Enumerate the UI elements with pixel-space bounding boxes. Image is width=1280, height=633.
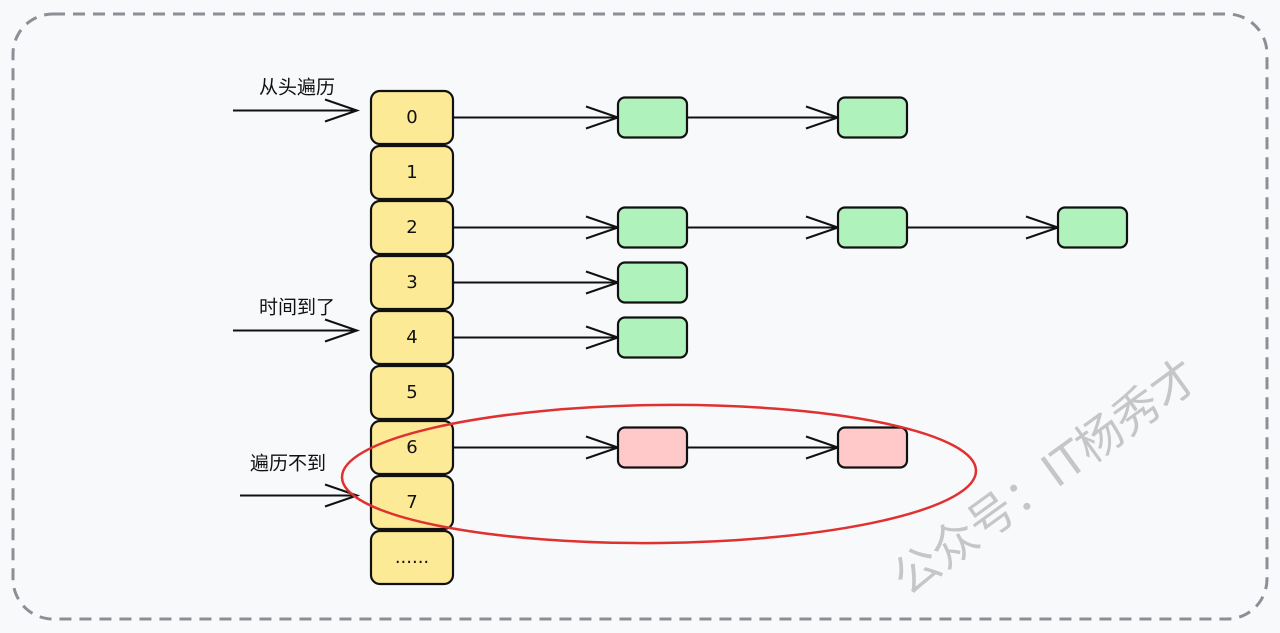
pointer-label: 时间到了	[259, 297, 335, 319]
bucket-slot	[369, 89, 455, 146]
pointer-label: 从头遍历	[259, 77, 335, 99]
bucket-5: 5	[369, 364, 455, 421]
bucket-slot	[369, 309, 455, 366]
task-node	[616, 261, 689, 304]
bucket-label: ......	[395, 547, 429, 568]
bucket-label: 7	[406, 492, 417, 513]
missed-buckets-highlight	[340, 403, 978, 545]
bucket-slot	[369, 474, 455, 531]
task-node	[1056, 206, 1129, 249]
bucket-3: 3	[369, 254, 455, 311]
pointer-arrow	[240, 483, 361, 508]
task-node	[616, 316, 689, 359]
bucket-label: 3	[406, 272, 417, 293]
task-node	[616, 96, 689, 139]
bucket-label: 1	[406, 162, 417, 183]
bucket-label: 2	[406, 217, 417, 238]
missed-task-node	[836, 426, 909, 469]
pointer-arrow	[233, 98, 361, 123]
bucket-label: 0	[406, 107, 417, 128]
bucket-slot	[369, 529, 455, 586]
task-node	[616, 206, 689, 249]
task-node	[836, 96, 909, 139]
bucket-slot	[369, 254, 455, 311]
bucket-6: 6	[369, 419, 455, 476]
missed-task-node	[616, 426, 689, 469]
bucket-label: 4	[406, 327, 417, 348]
bucket-1: 1	[369, 144, 455, 201]
bucket-4: 4	[369, 309, 455, 366]
task-node	[836, 206, 909, 249]
bucket-2: 2	[369, 199, 455, 256]
bucket-7: 7	[369, 474, 455, 531]
bucket-label: 6	[406, 437, 417, 458]
pointer-label: 遍历不到	[250, 453, 326, 475]
pointer-arrow	[233, 318, 361, 343]
bucket-label: 5	[406, 382, 417, 403]
bucket-slot	[369, 199, 455, 256]
bucket-slot	[369, 364, 455, 421]
bucket-0: 0	[369, 89, 455, 146]
bucket-slot	[369, 144, 455, 201]
bucket-8: ......	[369, 529, 455, 586]
dashed-frame	[11, 12, 1269, 621]
